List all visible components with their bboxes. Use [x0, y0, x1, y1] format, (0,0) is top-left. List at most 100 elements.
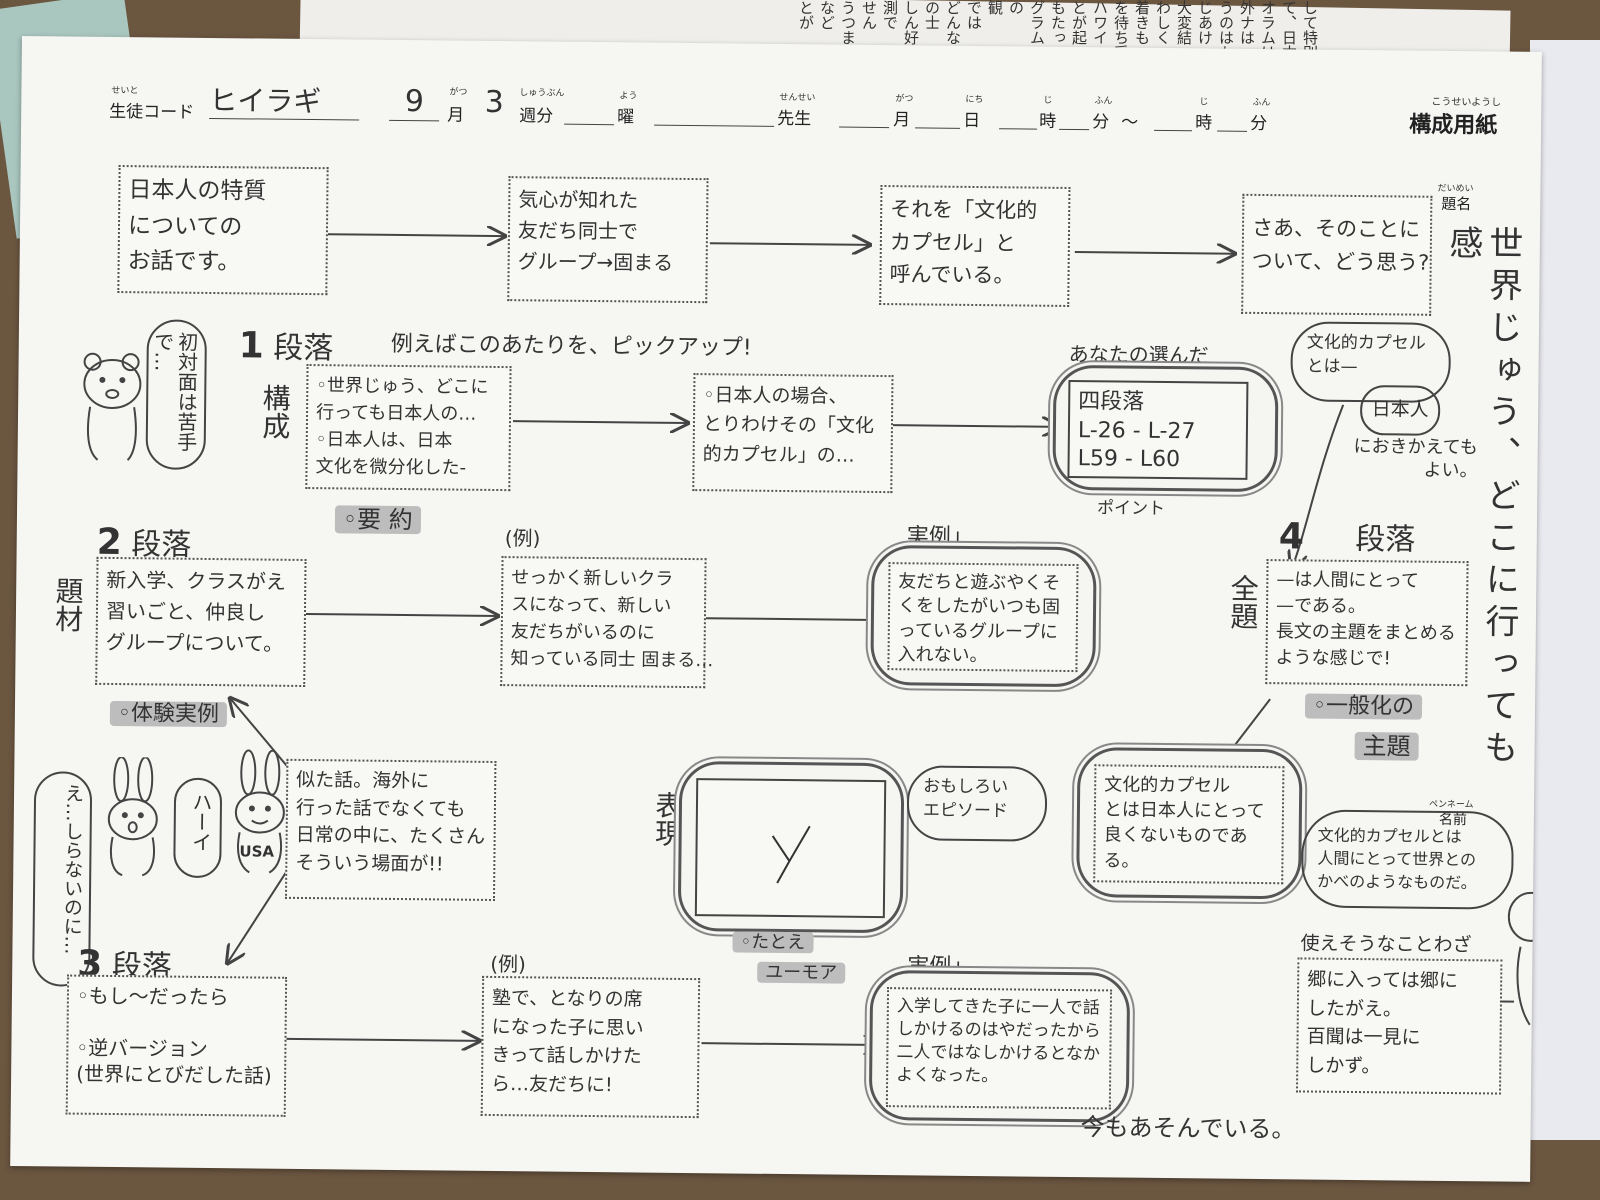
para3-real-cloud: 入学してきた子に一人で話しかけるのはやだったから二人ではなしかけるとなかよくなっ… [868, 969, 1131, 1123]
para1-number: 1 [238, 325, 265, 367]
start-hour-label: 時 [1039, 111, 1057, 131]
para4-generalize-label: ◦一般化の [1304, 693, 1423, 720]
end-minute-label: 分 [1250, 113, 1268, 134]
para2-vertical-label: 題材 [51, 576, 85, 633]
expression-humor: ユーモア [757, 959, 846, 988]
dow-label: 曜 [617, 107, 635, 127]
doodle-icon [1499, 867, 1542, 1027]
para1-box-1: ◦世界じゅう、どこに 行っても日本人の… ◦日本人は、日本 文化を微分化した- [305, 363, 512, 492]
date-day-ruby: にち [965, 93, 984, 105]
proverbs-label: 使えそうなことわざ [1300, 932, 1472, 957]
arrow-top-1 [327, 234, 505, 236]
background-sheet-right [1530, 40, 1600, 1140]
month-label: 月 [447, 105, 465, 125]
para1-summary-label: ◦要 約 [334, 505, 421, 535]
end-minute-ruby: ふん [1252, 96, 1271, 108]
para1-chosen-cloud: 四段落 L-26 - L-27 L59 - L60 [1052, 364, 1279, 493]
arrow-p2-2 [705, 618, 886, 620]
para4-bubble-right: 文化的カプセルとは 人間にとって世界との かべのようなものだ。 [1300, 809, 1514, 910]
para2-example-label: (例) [504, 526, 541, 551]
para4-theme-box[interactable]: 文化的カプセル とは日本人にとって良くないものである。 [1093, 764, 1285, 885]
arrow-capsule-bubble [1291, 404, 1345, 570]
arrow-top-3 [1074, 252, 1235, 254]
expression-example: ◦たとえ [732, 928, 814, 957]
week-value[interactable]: 3 [484, 84, 505, 121]
para2-experience-label: ◦体験実例 [109, 700, 228, 728]
expression-example-label: ◦たとえ [732, 931, 814, 954]
para3-box-1: ◦もし〜だったら ◦逆バージョン (世界にとびだした話) [65, 974, 288, 1117]
date-month-blank[interactable] [839, 108, 890, 129]
arrow-layer [10, 36, 1345, 1182]
date-month-label: 月 [893, 110, 911, 130]
para4-theme-cloud: 文化的カプセル とは日本人にとって良くないものである。 [1076, 747, 1303, 900]
sheet-title: 構成用紙 [1409, 111, 1498, 138]
proverbs-box: 郷に入っては郷に したがえ。 百聞は一見に しかず。 [1296, 957, 1503, 1095]
para2-box-2: せっかく新しいクラ スになって、新しい 友だちがいるのに 知っている同士 固まる… [500, 556, 713, 689]
para1-box-2: ◦日本人の場合、 とりわけその「文化 的カプセル」の… [692, 373, 894, 494]
para2-real-cloud: 友だちと遊ぶやくそくをしたがいつも固っているグループに入れない。 [870, 544, 1097, 688]
dow-ruby: よう [619, 90, 638, 101]
expression-box[interactable] [694, 778, 887, 919]
para3-overflow: 今もあそんでいる。 [1080, 1113, 1296, 1144]
para4-theme: 主題 [1354, 728, 1419, 766]
student-code-ruby: せいと [111, 84, 139, 96]
time-tilde: 〜 [1121, 112, 1139, 132]
week-ruby: しゅうぶん [519, 87, 565, 98]
expression-bubble: おもしろい エピソード [906, 765, 1048, 842]
title-area: だいめい 題名 世界じゅう、どこに行っても感 ペンネーム 名前 [1429, 181, 1523, 827]
para4-number: 4 [1278, 516, 1305, 558]
para1-vertical-label: 構成 [258, 383, 292, 440]
bear-speech-bubble: 初対面は苦手で… [145, 319, 208, 470]
start-hour-ruby: じ [1043, 94, 1053, 105]
para1-label: 段落 [273, 330, 334, 367]
para3-box-2: 塾で、となりの席 になった子に思い きって話しかけた ら…友だちに! [480, 975, 701, 1119]
arrow-p1-1 [512, 421, 688, 423]
para1-chosen-box[interactable]: 四段落 L-26 - L-27 L59 - L60 [1067, 379, 1249, 480]
para1-hint: 例えばこのあたりを、ピックアップ! [390, 331, 752, 361]
dow-blank[interactable] [564, 105, 615, 126]
para4-box: —は人間にとって —である。 長文の主題をまとめる ような感じで! [1265, 559, 1469, 687]
para2-real-box[interactable]: 友だちと遊ぶやくそくをしたがいつも固っているグループに入れない。 [887, 562, 1079, 673]
start-minute-blank[interactable] [1059, 110, 1090, 131]
arrow-similar-down [227, 868, 290, 964]
flow-box-2: 気心が知れた 友だち同士で グループ→固まる [507, 176, 709, 304]
flow-box-3: それを「文化的 カプセル」と 呼んでいる。 [879, 184, 1071, 307]
essay-title[interactable]: 世界じゅう、どこに行っても感 [1442, 224, 1524, 772]
arrow-p1-2 [892, 425, 1060, 427]
date-day-blank[interactable] [915, 109, 961, 129]
rabbit-icon [98, 756, 169, 878]
student-code-label: 生徒コード [109, 101, 195, 122]
para4-label: 段落 [1355, 521, 1416, 558]
para4-note: におきかえても よい。 [1353, 435, 1478, 482]
para2-box-1: 新入学、クラスがえ 習いごと、仲良し グループについて。 [95, 556, 307, 688]
teacher-blank[interactable] [654, 106, 775, 127]
week-label: 週分 [519, 106, 554, 126]
para1-summary: ◦要 約 [334, 501, 421, 539]
month-value[interactable]: 9 [389, 83, 440, 122]
end-minute-blank[interactable] [1217, 112, 1248, 132]
start-hour-blank[interactable] [999, 110, 1038, 130]
arrow-similar-up [229, 698, 291, 770]
expression-mark-icon [771, 825, 811, 884]
end-hour-label: 時 [1195, 113, 1213, 133]
flow-box-1: 日本人の特質 についての お話です。 [117, 165, 329, 296]
para4-bubble-japan: 日本人 [1359, 385, 1441, 436]
para4-generalize: ◦一般化の [1304, 689, 1423, 724]
start-minute-label: 分 [1092, 112, 1110, 132]
teacher-ruby: せんせい [779, 91, 816, 103]
flow-box-4: さあ、そのことに ついて、どう思う? [1241, 193, 1433, 316]
rabbit-mid-bubble: ハーイ [173, 777, 223, 879]
title-label: 題名 [1441, 195, 1472, 214]
teacher-label: 先生 [777, 108, 812, 129]
date-day-label: 日 [963, 110, 981, 131]
para1-point: ポイント [1097, 498, 1166, 519]
rabbit-usa-icon: USA [225, 748, 296, 879]
arrow-p3-1 [286, 1039, 480, 1041]
student-code-value[interactable]: ヒイラギ [209, 83, 360, 121]
para4-vertical-label: 全題 [1226, 573, 1260, 630]
similar-story-box: 似た話。海外に 行った話でなくても 日常の中に、たくさん そういう場面が!! [284, 758, 497, 902]
start-minute-ruby: ふん [1094, 95, 1113, 106]
background-text: して特別の て、日本 オラムは 外ナは うのはも じあけ 大変結 わしく 着きも… [797, 0, 1318, 60]
end-hour-blank[interactable] [1154, 111, 1193, 132]
para3-real-box[interactable]: 入学してきた子に一人で話しかけるのはやだったから二人ではなしかけるとなかよくなっ… [885, 987, 1113, 1110]
